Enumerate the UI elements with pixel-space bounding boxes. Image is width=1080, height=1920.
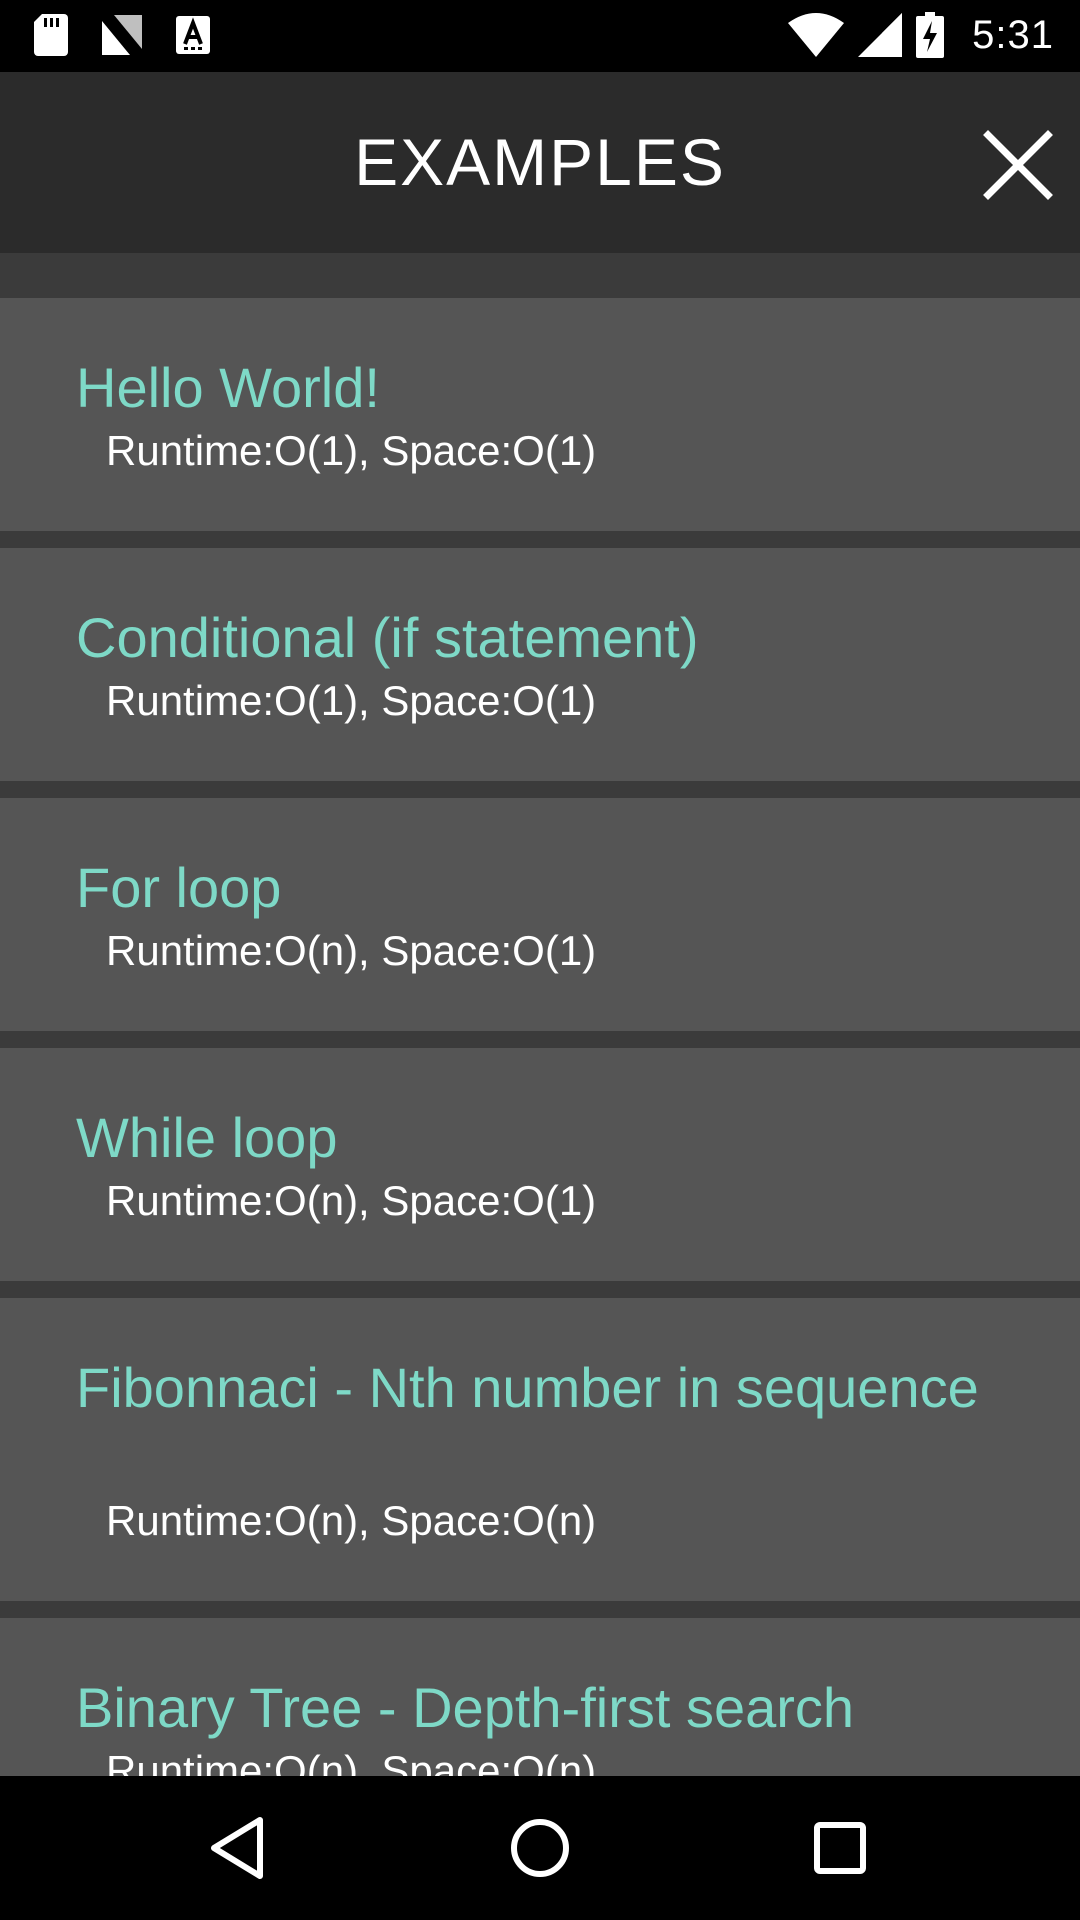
back-button[interactable] — [200, 1808, 280, 1888]
sd-card-icon — [34, 14, 68, 56]
example-complexity: Runtime:O(1), Space:O(1) — [106, 427, 597, 474]
status-time: 5:31 — [972, 12, 1054, 57]
n-notification-icon — [102, 15, 144, 55]
example-item-hello-world[interactable]: Hello World! Runtime:O(1), Space:O(1) — [0, 298, 1080, 531]
recents-button[interactable] — [800, 1808, 880, 1888]
example-title: Hello World! — [76, 356, 380, 419]
example-item-conditional[interactable]: Conditional (if statement) Runtime:O(1),… — [0, 548, 1080, 781]
battery-charging-icon — [916, 12, 945, 58]
close-button[interactable] — [978, 125, 1058, 205]
example-complexity: Runtime:O(n), Space:O(n) — [106, 1497, 597, 1544]
app-header: EXAMPLES — [0, 72, 1080, 253]
cell-signal-icon — [858, 13, 903, 57]
navigation-bar — [0, 1776, 1080, 1920]
example-title: For loop — [76, 856, 282, 919]
example-complexity: Runtime:O(n), Space:O(n) — [106, 1747, 597, 1776]
example-item-while-loop[interactable]: While loop Runtime:O(n), Space:O(1) — [0, 1048, 1080, 1281]
home-icon — [511, 1819, 569, 1877]
example-item-binary-tree[interactable]: Binary Tree - Depth-first search Runtime… — [0, 1618, 1080, 1776]
examples-list[interactable]: Hello World! Runtime:O(1), Space:O(1) Co… — [0, 253, 1080, 1776]
example-complexity: Runtime:O(n), Space:O(1) — [106, 1177, 597, 1224]
example-title: Fibonnaci - Nth number in sequence — [76, 1356, 979, 1419]
close-icon — [983, 130, 1053, 200]
example-item-fibonnaci[interactable]: Fibonnaci - Nth number in sequence Runti… — [0, 1298, 1080, 1601]
status-bar: 5:31 — [0, 0, 1080, 72]
example-complexity: Runtime:O(n), Space:O(1) — [106, 927, 597, 974]
page-title: EXAMPLES — [354, 125, 726, 199]
back-icon — [211, 1817, 263, 1879]
example-item-for-loop[interactable]: For loop Runtime:O(n), Space:O(1) — [0, 798, 1080, 1031]
wifi-icon — [788, 13, 845, 57]
example-complexity: Runtime:O(1), Space:O(1) — [106, 677, 597, 724]
a-notification-icon — [176, 16, 210, 54]
home-button[interactable] — [500, 1808, 580, 1888]
example-title: While loop — [76, 1106, 338, 1169]
recents-icon — [814, 1822, 866, 1874]
example-title: Conditional (if statement) — [76, 606, 699, 669]
example-title: Binary Tree - Depth-first search — [76, 1676, 855, 1739]
